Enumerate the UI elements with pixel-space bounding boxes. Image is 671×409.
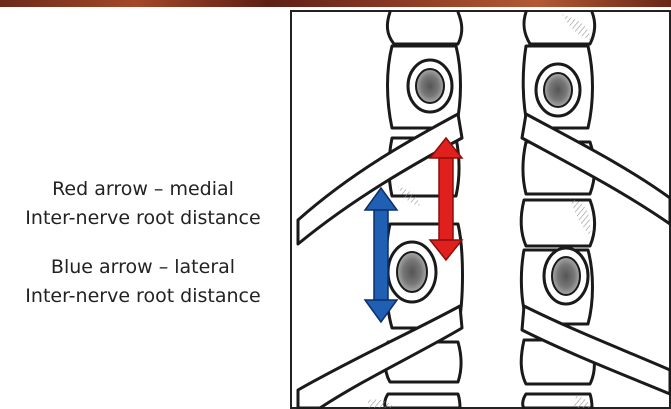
spine-nerve-root-illustration [290, 10, 671, 409]
red-arrow-legend-title: Red arrow – medial [0, 175, 286, 204]
blue-arrow-legend-title: Blue arrow – lateral [0, 253, 286, 282]
arrow-legend: Red arrow – medial Inter-nerve root dist… [0, 175, 286, 331]
blue-arrow-legend-desc: Inter-nerve root distance [0, 282, 286, 311]
red-arrow-legend-desc: Inter-nerve root distance [0, 204, 286, 233]
red-arrow-legend: Red arrow – medial Inter-nerve root dist… [0, 175, 286, 233]
spine-drawing [290, 10, 671, 409]
top-image-strip [0, 0, 671, 7]
blue-arrow-legend: Blue arrow – lateral Inter-nerve root di… [0, 253, 286, 311]
